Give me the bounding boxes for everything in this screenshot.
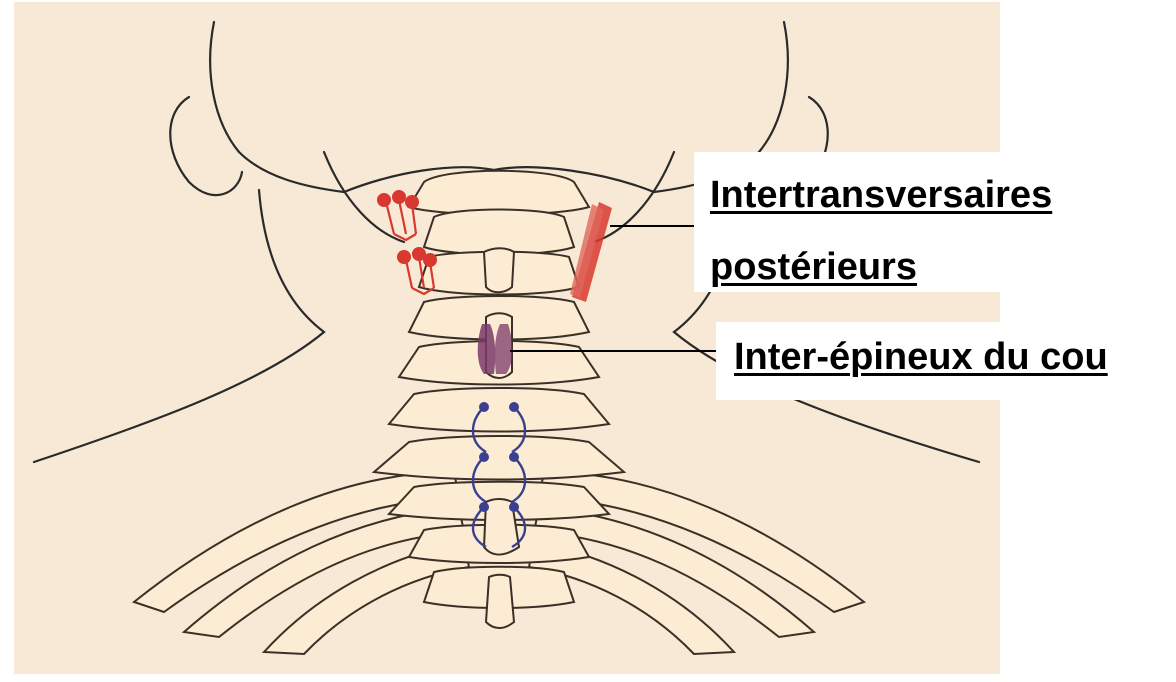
- atlas-vertebra: [409, 171, 589, 215]
- vertebra-c6: [389, 388, 609, 432]
- label-line: postérieurs: [694, 224, 1094, 296]
- label-line: Intertransversaires: [694, 152, 1094, 224]
- label-intertransversaires: Intertransversaires postérieurs: [694, 152, 1094, 292]
- label-interepineux: Inter-épineux du cou: [716, 322, 1172, 400]
- label-line: Inter-épineux du cou: [716, 322, 1172, 386]
- vertebra-c7: [374, 436, 624, 480]
- spinous-process: [486, 575, 514, 628]
- spinous-process: [484, 248, 514, 292]
